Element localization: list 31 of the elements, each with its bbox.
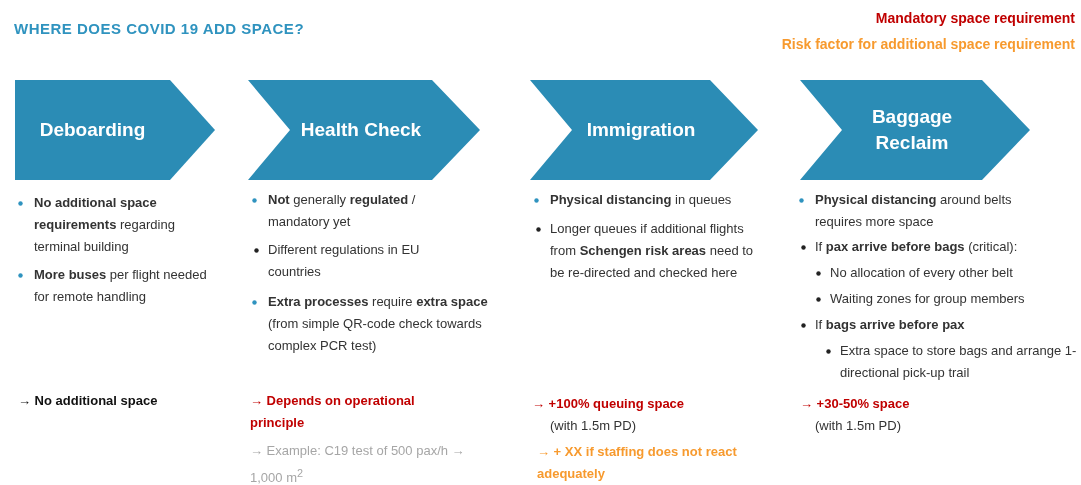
bullet-point: If bags arrive before pax [815, 316, 966, 334]
diagram-title: WHERE DOES COVID 19 ADD SPACE? [14, 20, 305, 37]
note-text: → Example: C19 test of 500 pax/h → 1,000 m$^{2}$ [250, 442, 466, 485]
bullet-point: Not generally regulated / mandatory yet [268, 191, 417, 231]
bullet-point: Physical distancing in queues [550, 191, 733, 209]
bullet-point: If pax arrive before bags (critical): [815, 238, 1019, 256]
note-text: (with 1.5m PD) [815, 417, 902, 435]
bullet-point: More buses per flight needed for remote handling [34, 266, 208, 306]
bullet-point: Different regulations in EU countries [268, 241, 421, 281]
bullet-point: No allocation of every other belt [830, 264, 1014, 282]
bullet-point: Extra space to store bags and arrange 1-directional pick-up trail [840, 342, 1078, 382]
bullet-point: No additional space requirements regarding terminal building [34, 194, 176, 256]
step-label: Health Check [299, 118, 423, 142]
bullet-point: Extra processes require extra space (from simple QR-code check towards complex PCR test) [268, 293, 489, 355]
legend-entry: Risk factor for additional space requirement [781, 36, 1075, 52]
process-chevron [15, 80, 215, 180]
legend-entry: Mandatory space requirement [875, 10, 1075, 26]
process-chevron [800, 80, 1030, 180]
result-note: → +30-50% space [800, 395, 911, 413]
step-label: Deboarding [38, 118, 147, 142]
process-chevron [530, 80, 758, 180]
process-chevron [248, 80, 480, 180]
result-note: → Depends on operational principle [250, 392, 416, 432]
note-text: (with 1.5m PD) [550, 417, 637, 435]
bullet-point: Waiting zones for group members [830, 290, 1026, 308]
result-note: → No additional space [18, 392, 159, 410]
result-note: → + XX if staffing does not react adequately [537, 443, 738, 483]
bullet-point: Longer queues if additional flights from Schengen risk areas need to be re-directed and checked here [550, 220, 755, 282]
step-label: Immigration [585, 118, 697, 142]
step-label: Baggage Reclaim [870, 105, 954, 155]
result-note: → +100% queuing space [532, 395, 686, 413]
